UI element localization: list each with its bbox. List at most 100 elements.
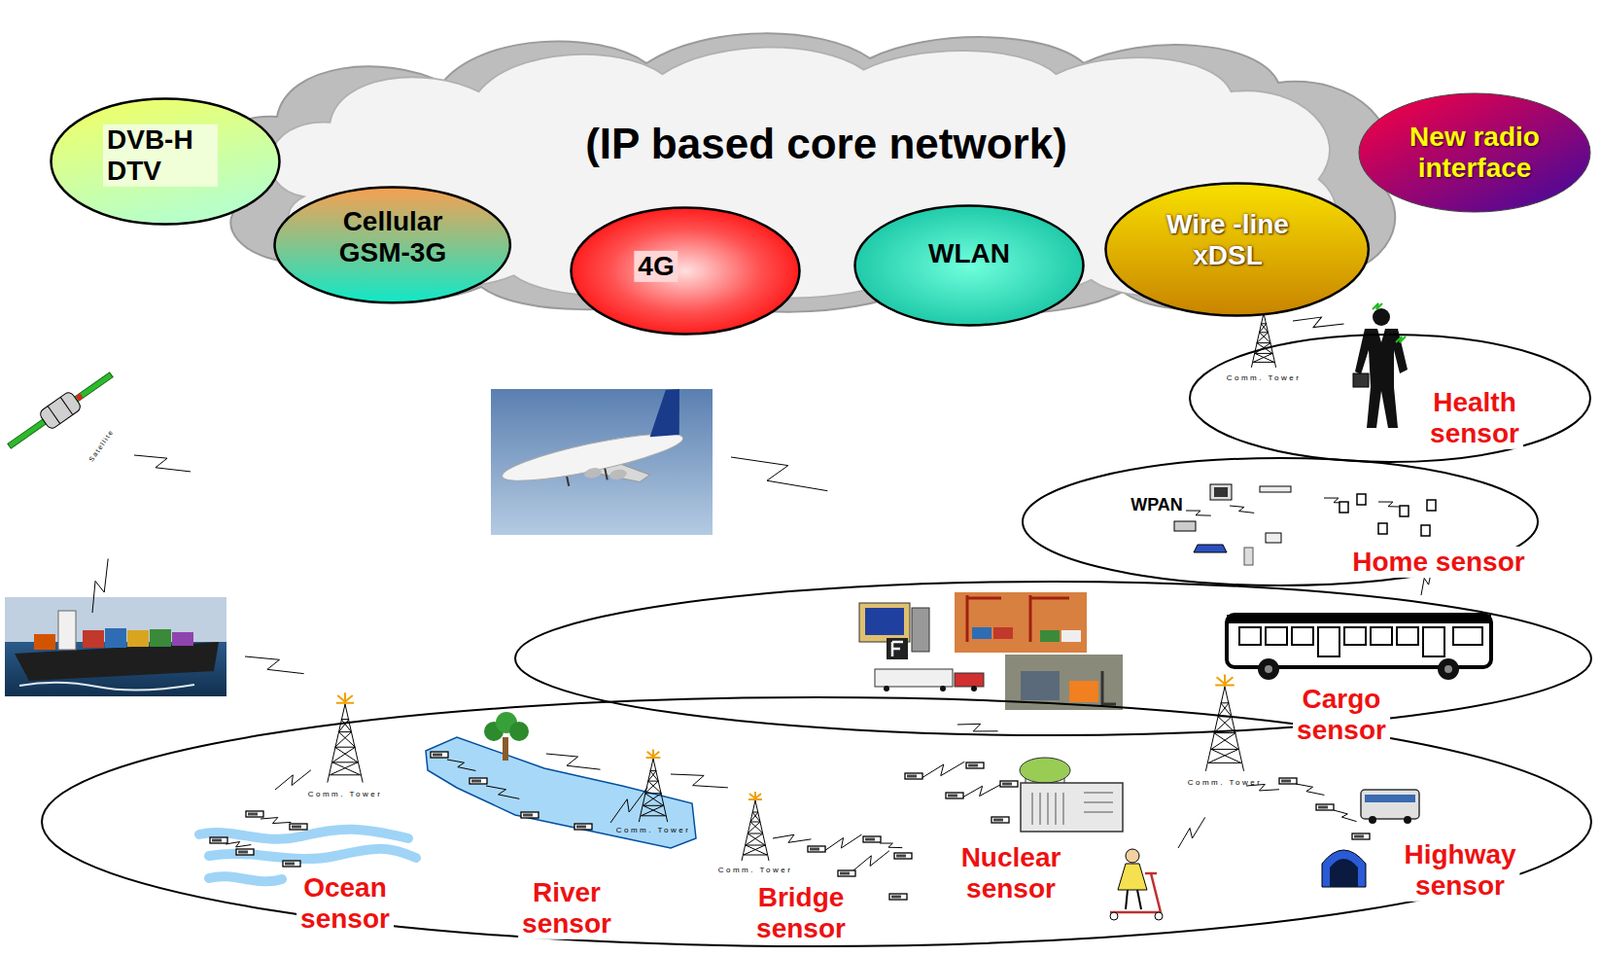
cargo-icon [954,672,984,687]
network-ellipse: Wire -line xDSL [1102,179,1372,319]
sensor-region: WPANHome sensor [1019,454,1541,589]
wireless-link [850,848,892,871]
wireless-link [272,767,314,791]
ship-photo [82,629,105,648]
wpan-device-icon [1214,486,1228,497]
river-shape [425,736,696,848]
comm-tower-icon [741,791,769,861]
ellipse-outline [571,207,800,334]
cargo-icon [892,641,904,657]
wpan-device-icon [1193,544,1227,553]
network-label: Wire -line xDSL [1142,208,1313,272]
wpan-device-icon [1339,501,1349,513]
sensor-node [904,772,923,779]
airplane-photo [566,476,569,487]
ship-photo [172,631,194,646]
wireless-link [1292,311,1345,334]
cargo-icon [883,685,890,692]
person-icon [1395,336,1406,343]
wpan-device-icon [1174,521,1196,531]
wpan-device-icon [1378,522,1388,534]
ship-photo [58,610,76,650]
wireless-link [669,763,730,798]
wireless-link [919,759,967,779]
sensor-label: Health sensor [1426,386,1524,450]
tower-label: Comm. Tower [1187,778,1263,787]
bus-icon [1265,626,1287,645]
person-icon [1353,303,1408,428]
wireless-link [485,779,521,804]
sensor-label: Cargo sensor [1292,683,1391,746]
ellipse-outline [1358,93,1591,212]
cargo-icon [874,668,953,687]
network-label: 4G [633,250,678,282]
ship-photo [34,633,56,650]
wireless-link [1332,805,1357,826]
cargo-icon [1061,629,1081,642]
wpan-device-icon [1210,484,1232,500]
network-ellipse: 4G [567,204,803,338]
bus-icon [1344,626,1366,645]
bus-icon [1226,614,1492,624]
sensor-region: Cargo sensor [512,578,1595,738]
satellite-icon [74,392,83,401]
tower-label: Comm. Tower [616,826,692,835]
highway-icon [1360,789,1420,819]
sensor-node [889,893,907,900]
sensor-node [245,810,264,817]
ellipse-outline [275,187,511,304]
sensor-node [469,777,487,784]
sensor-label: Nuclear sensor [957,841,1066,905]
tree-icon [509,721,529,741]
ellipse-outline [1189,334,1591,462]
cargo-icon [939,685,946,692]
ship-photo [149,628,172,647]
person-icon [1372,303,1383,310]
ellipse-outline [512,578,1595,738]
bus-icon [1370,626,1392,645]
ship-photo [4,596,227,696]
airplane-photo [583,466,603,481]
person-icon [1353,373,1369,387]
network-tag: WPAN [1130,494,1183,516]
bus-icon [1396,626,1419,645]
tower-label: Comm. Tower [308,790,383,799]
ship-photo [104,627,127,648]
bus-icon [1257,658,1280,680]
wireless-link [260,812,292,828]
satellite-label: Satellite [87,427,115,462]
sensor-node [966,762,984,768]
airplane-photo [604,468,607,481]
wireless-link [545,743,601,779]
ellipse-outline [1106,183,1369,316]
wireless-link [772,831,812,847]
airplane-photo [640,386,689,441]
child-icon [1125,889,1142,909]
child-icon [1110,848,1163,920]
sensor-node [1316,803,1334,810]
network-label: New radio interface [1394,121,1556,184]
wpan-device-icon [1244,547,1253,565]
ship-photo [127,629,149,647]
sensor-node [863,835,881,842]
cargo-icon [971,685,977,692]
highway-icon [1329,858,1358,887]
ellipse-outline [1186,331,1594,465]
bus-icon [1291,626,1314,645]
tower-label: Comm. Tower [1226,374,1302,383]
wireless-link [961,782,1004,800]
sensor-label: River sensor [518,876,616,940]
satellite-icon [7,372,113,449]
satellite-icon [37,390,82,431]
ellipse-outline [855,206,1084,326]
tree-icon [502,736,509,761]
bus-icon [1318,626,1340,657]
network-label: Cellular GSM-3G [319,206,466,269]
sensor-node [1352,833,1370,839]
wireless-link [729,439,830,508]
satellite-icon [47,406,61,424]
sensor-node [574,823,592,830]
sensor-node [521,811,539,818]
sensor-label: Highway sensor [1399,838,1520,902]
sensor-node [894,852,912,859]
